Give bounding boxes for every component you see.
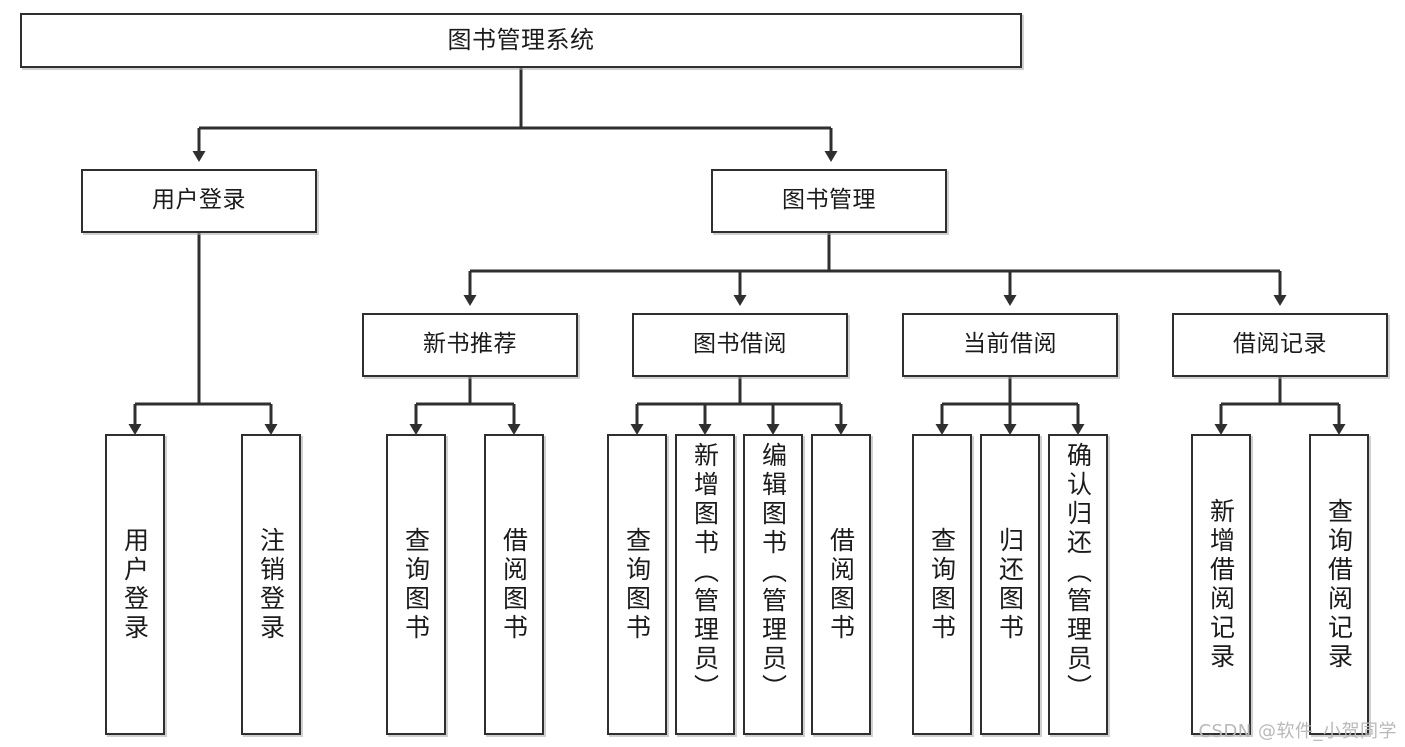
- node-leaf-return-book-label: 归还图书: [995, 526, 1025, 643]
- node-borrow-record[interactable]: 借阅记录: [1172, 313, 1388, 377]
- node-leaf-return-book[interactable]: 归还图书: [980, 434, 1040, 735]
- node-leaf-borrow-book-1[interactable]: 借阅图书: [484, 434, 544, 735]
- node-leaf-query-book-3[interactable]: 查询图书: [912, 434, 972, 735]
- node-leaf-borrow-book-1-label: 借阅图书: [499, 526, 529, 643]
- node-leaf-query-book-2[interactable]: 查询图书: [607, 434, 667, 735]
- node-leaf-confirm-return[interactable]: 确认归还（管理员）: [1048, 434, 1108, 735]
- node-leaf-add-book[interactable]: 新增图书（管理员）: [675, 434, 735, 735]
- node-leaf-borrow-book-2-label: 借阅图书: [826, 526, 856, 643]
- node-leaf-query-book-1-label: 查询图书: [401, 526, 431, 643]
- node-book-management-label: 图书管理: [782, 187, 876, 214]
- node-user-login[interactable]: 用户登录: [81, 169, 317, 233]
- node-leaf-user-login-label: 用户登录: [120, 526, 150, 643]
- node-leaf-borrow-book-2[interactable]: 借阅图书: [811, 434, 871, 735]
- node-leaf-query-record[interactable]: 查询借阅记录: [1309, 434, 1369, 735]
- node-leaf-user-login[interactable]: 用户登录: [105, 434, 165, 735]
- node-leaf-edit-book[interactable]: 编辑图书（管理员）: [743, 434, 803, 735]
- node-book-borrow-label: 图书借阅: [693, 331, 787, 358]
- node-book-borrow[interactable]: 图书借阅: [632, 313, 848, 377]
- node-root-label: 图书管理系统: [447, 26, 595, 55]
- node-root[interactable]: 图书管理系统: [20, 13, 1022, 68]
- node-leaf-query-book-1[interactable]: 查询图书: [386, 434, 446, 735]
- node-leaf-logout-login-label: 注销登录: [256, 526, 286, 643]
- node-new-book-recommend[interactable]: 新书推荐: [362, 313, 578, 377]
- node-current-borrow[interactable]: 当前借阅: [902, 313, 1118, 377]
- node-leaf-add-record-label: 新增借阅记录: [1206, 497, 1236, 672]
- node-leaf-query-book-3-label: 查询图书: [927, 526, 957, 643]
- node-borrow-record-label: 借阅记录: [1233, 331, 1327, 358]
- node-new-book-recommend-label: 新书推荐: [423, 331, 517, 358]
- node-current-borrow-label: 当前借阅: [963, 331, 1057, 358]
- node-leaf-logout-login[interactable]: 注销登录: [241, 434, 301, 735]
- node-leaf-confirm-return-label: 确认归还（管理员）: [1063, 442, 1093, 703]
- node-leaf-add-record[interactable]: 新增借阅记录: [1191, 434, 1251, 735]
- node-leaf-query-book-2-label: 查询图书: [622, 526, 652, 643]
- node-leaf-edit-book-label: 编辑图书（管理员）: [758, 442, 788, 703]
- node-book-management[interactable]: 图书管理: [711, 169, 947, 233]
- node-user-login-label: 用户登录: [152, 187, 246, 214]
- node-leaf-query-record-label: 查询借阅记录: [1324, 497, 1354, 672]
- node-leaf-add-book-label: 新增图书（管理员）: [690, 442, 720, 703]
